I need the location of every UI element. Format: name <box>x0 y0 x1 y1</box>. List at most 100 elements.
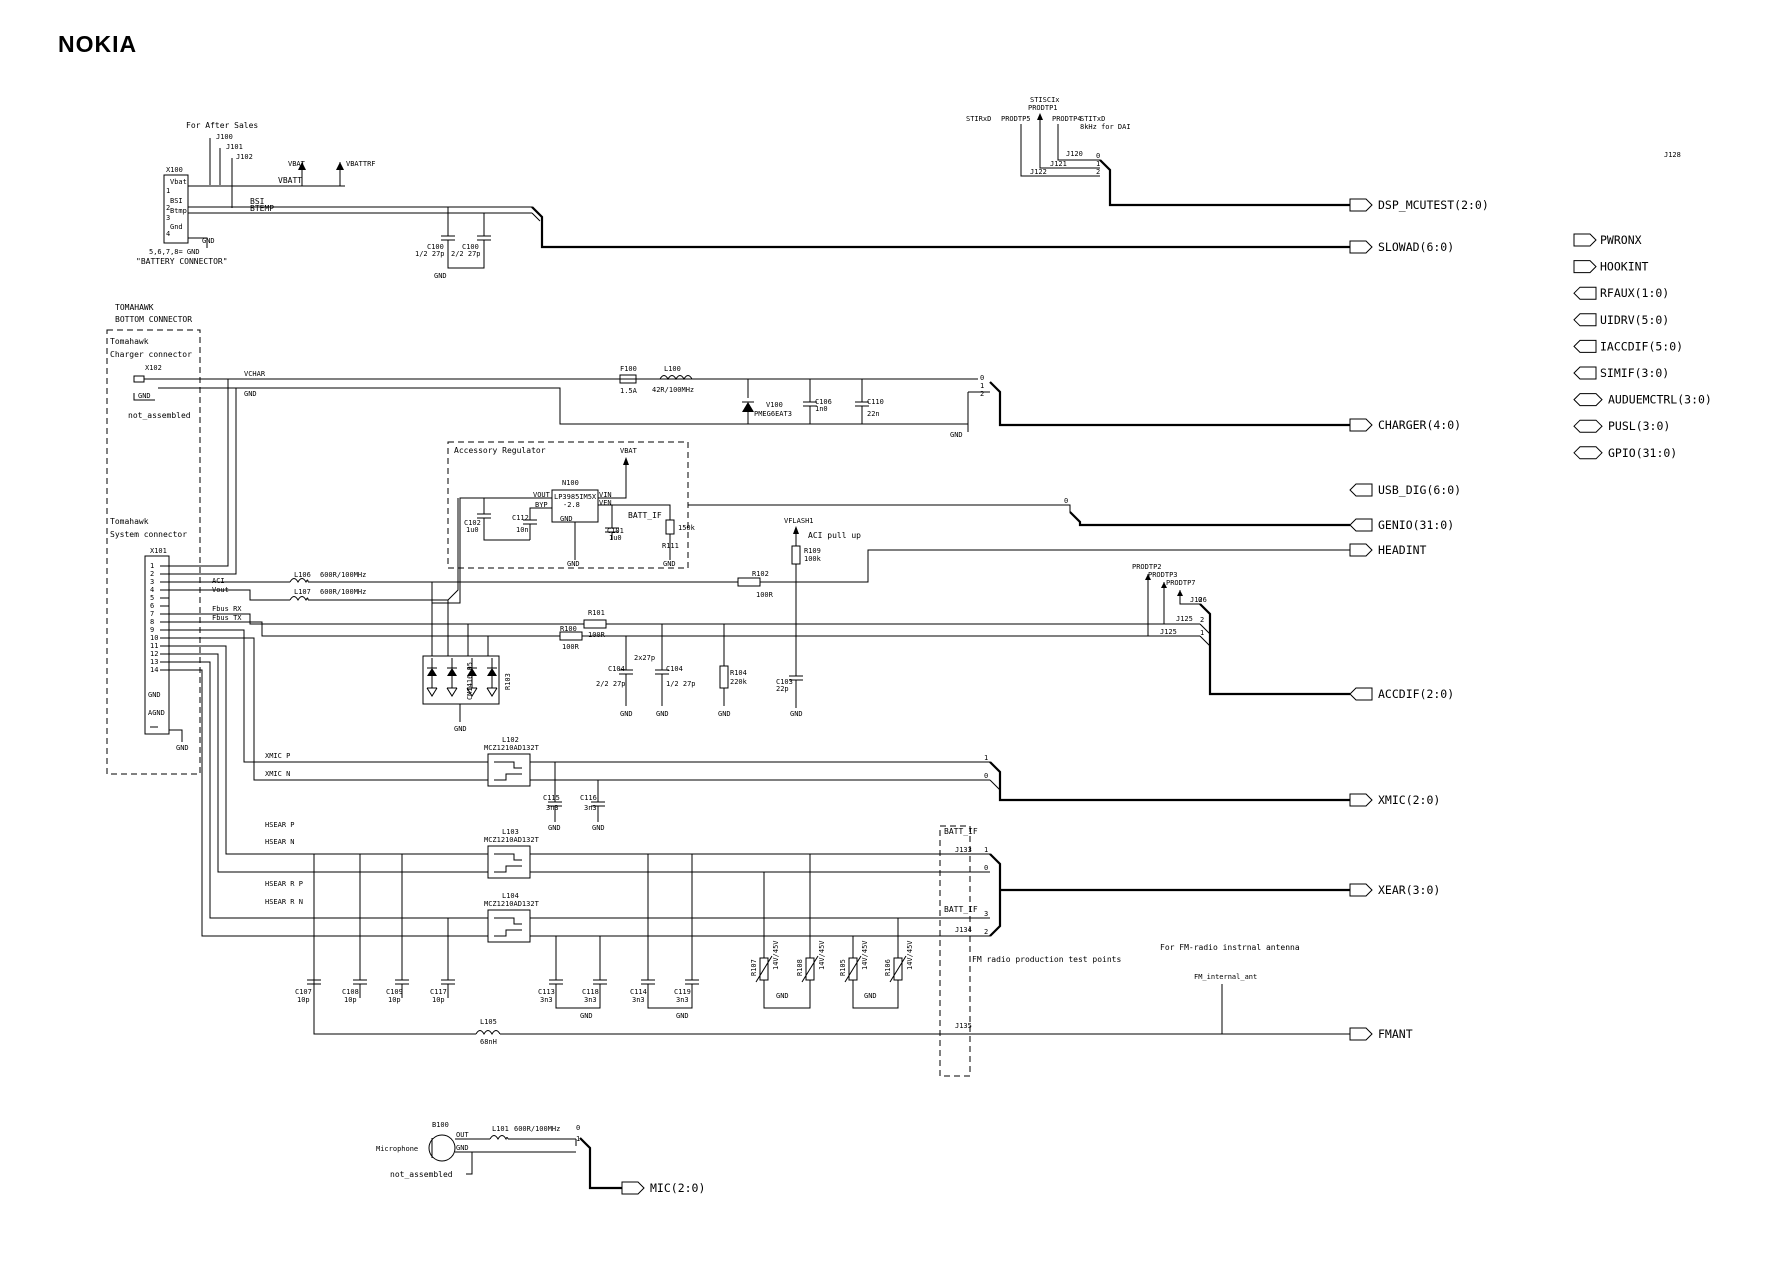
cap-c112-value: 10n <box>516 526 529 534</box>
right-port[interactable]: PWRONX <box>1573 233 1642 247</box>
resistor-r100 <box>559 631 583 641</box>
c116-ref: C116 <box>580 794 597 802</box>
r100-value: 100R <box>562 643 580 651</box>
port-usb-dig[interactable]: USB_DIG(6:0) <box>1349 483 1461 497</box>
cap-c101-ref: C101 <box>607 527 624 535</box>
right-port[interactable]: AUDUEMCTRL(3:0) <box>1573 393 1712 407</box>
charger-connector-title: Tomahawk <box>110 337 149 346</box>
mic-bus <box>579 1137 622 1190</box>
cap-c102-value: 1u0 <box>466 526 479 534</box>
esd-part: CM1416-05 <box>466 662 474 700</box>
right-port[interactable]: GPIO(31:0) <box>1573 446 1677 460</box>
right-port[interactable]: RFAUX(1:0) <box>1573 286 1669 300</box>
charger-bit1: 1 <box>980 382 984 390</box>
xear-capacitor <box>641 854 655 998</box>
right-port[interactable]: UIDRV(5:0) <box>1573 313 1669 327</box>
port-slowad[interactable]: SLOWAD(6:0) <box>1349 240 1454 254</box>
microphone-section: B100 Microphone OUT GND L101 600R/100MHz… <box>376 1121 622 1190</box>
svg-text:GENIO(31:0): GENIO(31:0) <box>1378 518 1454 532</box>
battery-pin-1: 1 <box>166 187 170 195</box>
port-dsp-mcutest[interactable]: DSP_MCUTEST(2:0) <box>1349 198 1489 212</box>
battery-caps <box>441 207 491 269</box>
common-mode-filter-l102 <box>487 753 531 787</box>
port-fmant[interactable]: FMANT <box>1349 1027 1413 1041</box>
common-mode-filter-l104 <box>487 909 531 943</box>
tp-j135: J135 <box>955 1022 972 1030</box>
net-hsear-p: HSEAR P <box>265 821 295 829</box>
port-accdif[interactable]: ACCDIF(2:0) <box>1349 687 1454 701</box>
right-port-label: IACCDIF(5:0) <box>1600 339 1683 353</box>
port-xear[interactable]: XEAR(3:0) <box>1349 883 1440 897</box>
right-port[interactable]: IACCDIF(5:0) <box>1573 339 1683 353</box>
aci-wire <box>169 549 1350 583</box>
gnd-1: GND <box>620 710 633 718</box>
varistor-slash-icon <box>844 955 862 983</box>
prodtp2: PRODTP2 <box>1132 563 1162 571</box>
tp-bit0: 0 <box>1096 152 1100 160</box>
xear-cap-ref: C118 <box>582 988 599 996</box>
varistor-value: 14V/45V <box>861 940 869 970</box>
mic-ref: B100 <box>432 1121 449 1129</box>
r100-ref: R100 <box>560 625 577 633</box>
mic-pin-gnd: GND <box>456 1144 469 1152</box>
prodtp3: PRODTP3 <box>1148 571 1178 579</box>
xear-gnd-2: GND <box>676 1012 689 1020</box>
port-flag-icon <box>1573 260 1597 274</box>
arrow-up-icon <box>1177 590 1183 596</box>
right-port[interactable]: PUSL(3:0) <box>1573 419 1670 433</box>
tvs-diode-stroke <box>466 658 478 697</box>
c103-gnd: GND <box>790 710 803 718</box>
battery-pin-vbat: Vbat <box>170 178 187 186</box>
net-fbus-tx: Fbus TX <box>212 614 242 622</box>
system-connector-pin: 8 <box>150 618 154 626</box>
system-connector-title: Tomahawk <box>110 517 149 526</box>
system-connector-pin: 6 <box>150 602 154 610</box>
tp-j121: J121 <box>1050 160 1067 168</box>
xear-cap-ref: C119 <box>674 988 691 996</box>
pin-byp: BYP <box>535 501 548 509</box>
port-charger[interactable]: CHARGER(4:0) <box>1349 418 1461 432</box>
right-port[interactable]: SIMIF(3:0) <box>1573 366 1669 380</box>
net-xmic-p: XMIC P <box>265 752 290 760</box>
fm-testpoint-dashed-box <box>939 825 971 1077</box>
fbus-rx-wire <box>169 613 1200 625</box>
system-connector-pin: 3 <box>150 578 154 586</box>
xear-cap-ref: C113 <box>538 988 555 996</box>
cap-c100a-ref: C100 <box>427 243 444 251</box>
tp-j122: J122 <box>1030 168 1047 176</box>
regulator-gnd: GND <box>567 560 580 568</box>
xear-cap-value: 3n3 <box>540 996 553 1004</box>
r101-value: 100R <box>588 631 606 639</box>
system-connector-subtitle: System connector <box>110 530 187 539</box>
cap-c110-ref: C110 <box>867 398 884 406</box>
jumper-j101: J101 <box>226 143 243 151</box>
xear-capacitor <box>395 854 409 998</box>
port-xmic[interactable]: XMIC(2:0) <box>1349 793 1440 807</box>
regulator-gnd-2: GND <box>663 560 676 568</box>
port-mic[interactable]: MIC(2:0) <box>621 1181 705 1195</box>
xear-bit1: 1 <box>984 846 988 854</box>
port-headint[interactable]: HEADINT <box>1349 543 1427 557</box>
xmic-wires <box>169 629 488 781</box>
inductor-l106 <box>289 578 309 584</box>
right-port[interactable]: HOOKINT <box>1573 260 1649 274</box>
svg-text:CHARGER(4:0): CHARGER(4:0) <box>1378 418 1461 432</box>
net-aci: ACI <box>212 577 225 585</box>
cap-c100a-value: 1/2 27p <box>415 250 445 258</box>
tomahawk-subtitle: BOTTOM CONNECTOR <box>115 315 192 324</box>
vflash1-label: VFLASH1 <box>784 517 814 525</box>
charger-gnd-wire <box>158 387 968 425</box>
charger-gnd: GND <box>138 392 151 400</box>
port-genio[interactable]: GENIO(31:0) <box>1349 518 1454 532</box>
charger-caps <box>803 379 869 424</box>
xmic-caps <box>530 761 990 822</box>
tp-bit1: 1 <box>1096 160 1100 168</box>
r104-value: 220k <box>730 678 748 686</box>
xmic-bus <box>989 761 1350 802</box>
tp-j128: J128 <box>1664 151 1681 159</box>
jumper-j100: J100 <box>216 133 233 141</box>
jumper-wires <box>209 138 233 208</box>
varistor-ref: R105 <box>839 959 847 976</box>
regulator-vbat: VBAT <box>620 447 638 455</box>
